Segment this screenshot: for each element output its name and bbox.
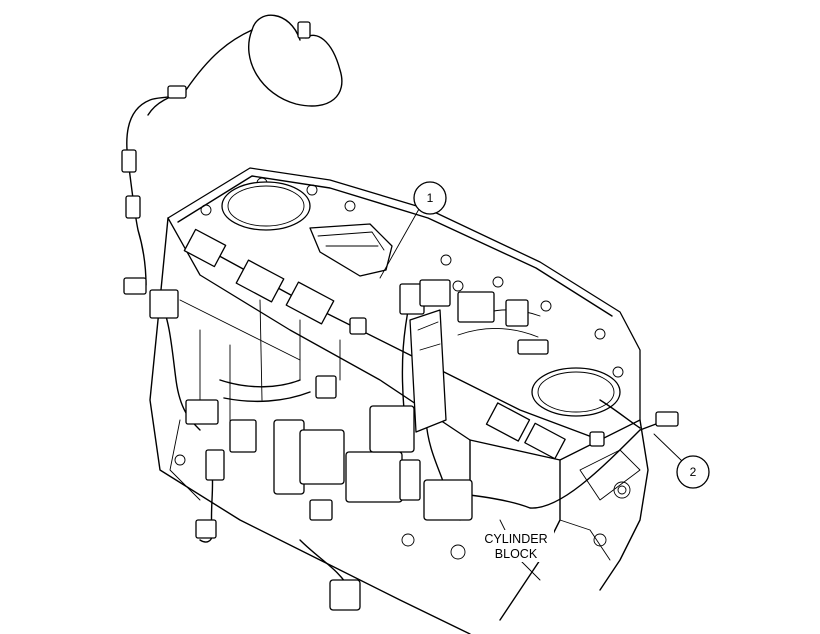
callout-2-circle	[676, 455, 710, 489]
cylinder-bore-1	[221, 181, 311, 231]
callout-1-circle	[413, 181, 447, 215]
callout-1: 1	[379, 181, 447, 279]
cylinder-bore-2	[531, 367, 621, 417]
bracket-assembly	[309, 223, 447, 433]
label-line-1: CYLINDER	[484, 532, 547, 546]
cylinder-block-label: CYLINDER BLOCK	[478, 530, 554, 562]
callout-1-number: 1	[427, 191, 434, 205]
label-line-2: BLOCK	[495, 547, 538, 561]
connectors	[121, 21, 679, 611]
callout-2-number: 2	[690, 465, 697, 479]
wiring-harness	[126, 14, 657, 591]
callout-2: 2	[653, 433, 710, 489]
